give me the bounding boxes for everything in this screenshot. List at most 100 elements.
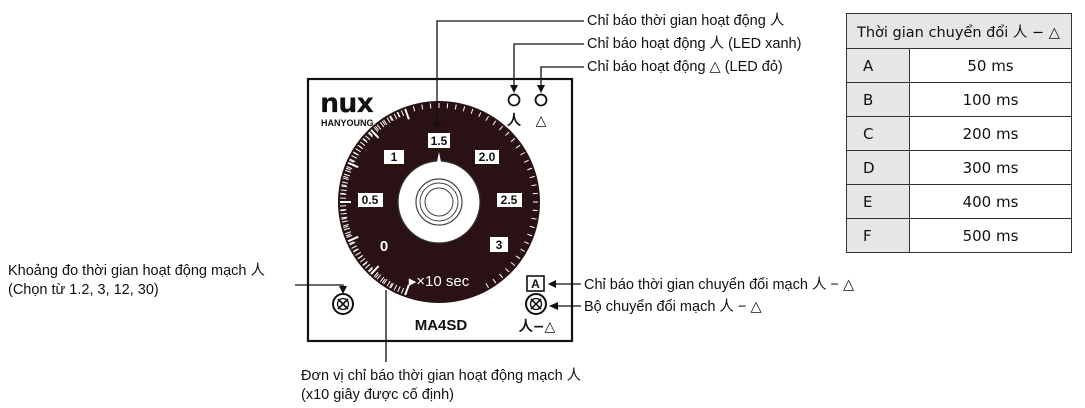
- callout-op-indicator-green: Chỉ báo hoạt động 人 (LED xanh): [587, 36, 802, 52]
- dial-tick: [341, 185, 348, 188]
- dial-tick: [367, 132, 373, 138]
- dial-tick: [390, 115, 394, 122]
- dial-tick: [404, 284, 410, 296]
- dial-tick: [353, 248, 358, 252]
- dial-label-0-5: 0.5: [362, 193, 379, 207]
- dial-tick: [383, 278, 388, 285]
- knob-ring-3: [424, 187, 454, 217]
- dial-tick: [353, 151, 359, 156]
- dial-tick: [351, 155, 358, 159]
- dial-tick: [386, 117, 391, 124]
- switch-letter: A: [531, 277, 540, 291]
- dial-label-1-5: 1.5: [431, 134, 448, 148]
- table-header-row: Thời gian chuyển đổi 人 − △: [846, 13, 1072, 49]
- callout-op-indicator-red: Chỉ báo hoạt động △ (LED đỏ): [587, 59, 783, 75]
- dial-tick: [357, 144, 363, 149]
- dial-tick: [362, 262, 368, 267]
- model-label: MA4SD: [415, 317, 468, 334]
- dial-tick: [340, 212, 347, 215]
- dial-tick: [485, 283, 489, 288]
- dial-tick: [400, 287, 405, 294]
- dial-tick: [478, 112, 482, 118]
- table-value: 500 ms: [909, 218, 1072, 253]
- dial-tick: [527, 167, 533, 171]
- dial-tick: [396, 112, 400, 118]
- dial-tick: [505, 268, 510, 273]
- dial-tick: [343, 175, 349, 179]
- switch-selector-screw[interactable]: [525, 293, 547, 315]
- dial-tick: [531, 217, 537, 220]
- led-red: [534, 93, 548, 107]
- dial-tick: [381, 278, 386, 284]
- dial-tick: [397, 111, 401, 118]
- knob-pointer: [437, 152, 441, 162]
- dial-labels: 1.5 1 2.0 0.5 2.5 3 0: [358, 133, 522, 255]
- dial-tick: [347, 235, 359, 243]
- dial-tick: [345, 231, 352, 235]
- dial-tick: [341, 217, 347, 220]
- led-delta-symbol: △: [536, 113, 547, 129]
- dial-tick: [492, 120, 497, 126]
- dial-tick: [370, 129, 380, 139]
- leader-arrowheads: [339, 85, 558, 310]
- led-star-symbol: 人: [507, 112, 522, 129]
- dial-tick: [349, 158, 356, 163]
- dial-unit-label: ▸×10 sec: [409, 273, 470, 290]
- dial-tick: [412, 106, 416, 112]
- dial-tick: [353, 152, 358, 156]
- dial-label-1: 1: [391, 150, 398, 164]
- dial-tick: [357, 255, 363, 260]
- callout-switch-time-indicator: Chỉ báo thời gian chuyển đổi mạch 人 − △: [584, 277, 855, 293]
- dial-tick: [376, 274, 382, 280]
- dial-tick: [505, 131, 510, 136]
- table-key: B: [846, 82, 910, 117]
- dial-tick: [365, 263, 371, 269]
- dial-tick: [386, 280, 391, 287]
- dial-tick: [529, 175, 535, 179]
- dial-tick: [531, 184, 537, 187]
- dial-label-2-0: 2.0: [479, 150, 496, 164]
- dial-tick: [355, 148, 361, 153]
- callout-range-line1: Khoảng đo thời gian hoạt động mạch 人: [8, 263, 265, 279]
- leader-led-green: [513, 43, 584, 86]
- dial-tick: [523, 159, 529, 163]
- table-header: Thời gian chuyển đổi 人 − △: [846, 13, 1072, 49]
- table-value: 200 ms: [909, 116, 1072, 151]
- leader-op-time: [436, 20, 584, 122]
- dial-tick: [520, 152, 525, 156]
- dial-tick: [374, 273, 379, 279]
- dial-tick: [390, 282, 394, 289]
- dial-tick: [389, 283, 393, 288]
- dial-tick: [470, 108, 474, 114]
- range-selector-screw[interactable]: [332, 293, 354, 315]
- knob-ring-1: [415, 178, 463, 226]
- dial-tick: [400, 110, 405, 117]
- dial-label-3: 3: [496, 238, 503, 252]
- callout-switch-selector: Bộ chuyển đổi mạch 人 − △: [584, 299, 762, 315]
- dial-tick: [349, 241, 355, 245]
- dial-tick: [499, 125, 504, 131]
- callout-unit-line2: (x10 giây được cố định): [301, 387, 455, 403]
- dial-tick: [362, 137, 368, 142]
- dial-tick: [381, 120, 386, 126]
- dial-tick: [520, 248, 525, 252]
- table-key: A: [846, 48, 910, 83]
- dial-label-0: 0: [380, 238, 388, 255]
- dial-label-2-5: 2.5: [501, 193, 518, 207]
- dial-tick: [345, 167, 351, 171]
- dial-tick: [343, 173, 350, 177]
- led-green: [507, 93, 521, 107]
- dial-tick: [462, 106, 466, 112]
- table-key: E: [846, 184, 910, 219]
- table-key: D: [846, 150, 910, 185]
- dial-tick: [393, 284, 398, 291]
- table-value: 300 ms: [909, 150, 1072, 185]
- dial-tick: [355, 251, 361, 256]
- dial-tick: [492, 278, 497, 284]
